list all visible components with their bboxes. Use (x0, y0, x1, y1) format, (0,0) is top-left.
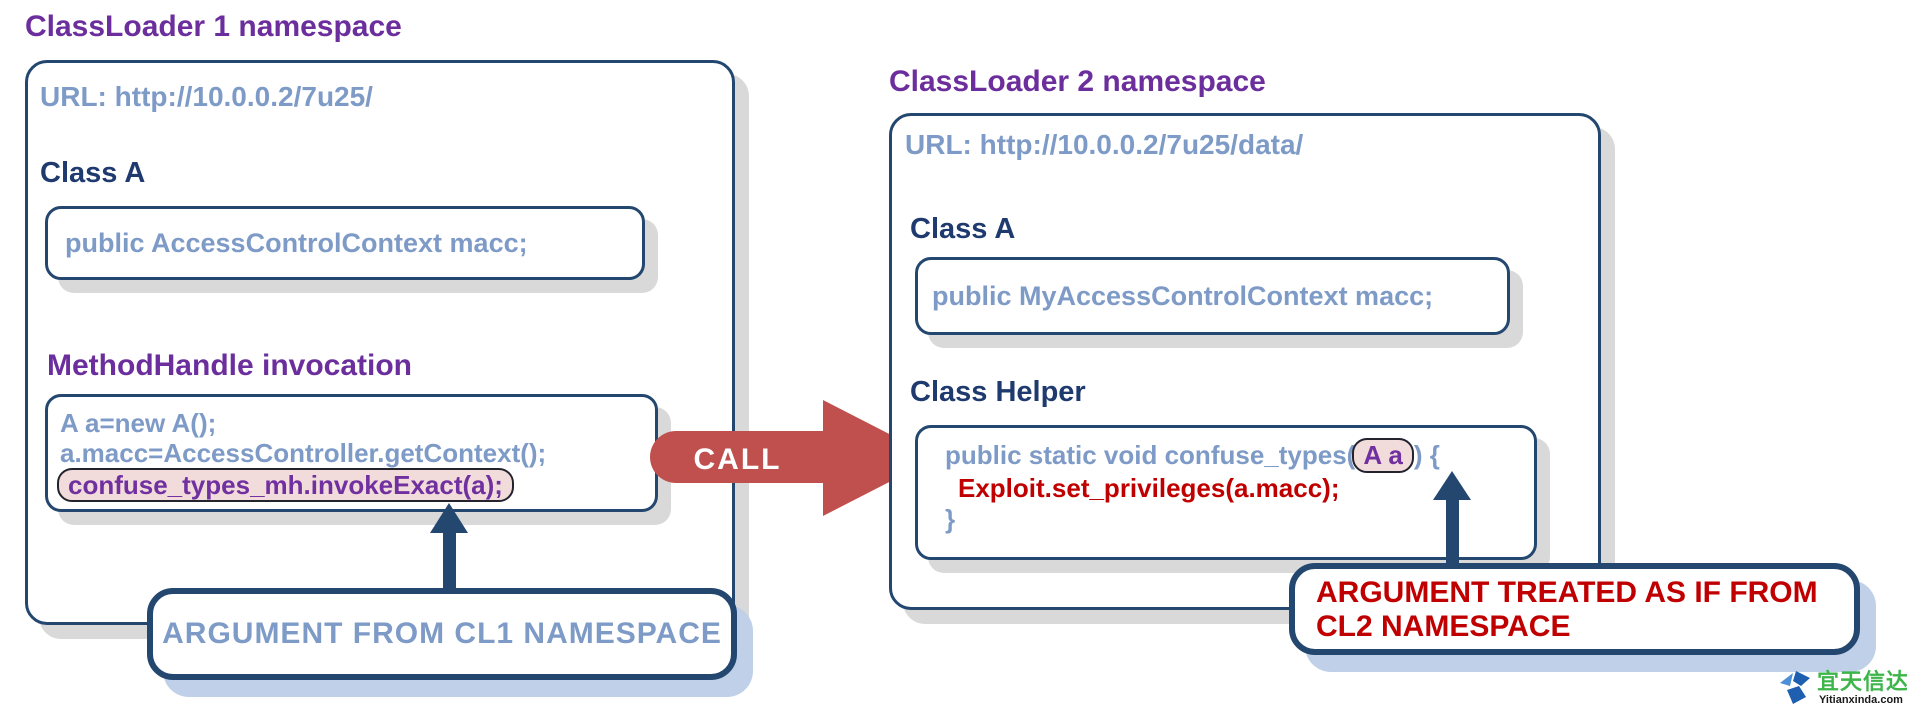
cl2-class-a-heading: Class A (910, 213, 1016, 245)
cl1-arrow-up-icon (430, 503, 468, 533)
cl2-closing-brace: } (945, 504, 956, 534)
cl1-class-a-box: public AccessControlContext macc; (45, 206, 645, 280)
cl2-code-line-1-pre: public static void confuse_types( (945, 440, 1356, 470)
cl1-invocation-code-box: A a=new A(); a.macc=AccessController.get… (45, 394, 658, 512)
call-arrow-tail (650, 431, 825, 483)
brand-domain-text: Yitianxinda.com (1819, 694, 1903, 706)
cl1-url-text: URL: http://10.0.0.2/7u25/ (40, 81, 373, 112)
cl2-arrow-shaft (1446, 498, 1459, 566)
cl1-code-line-2: a.macc=AccessController.getContext(); (60, 438, 547, 468)
cl2-class-helper-heading: Class Helper (910, 376, 1086, 408)
cl1-arrow-shaft (443, 531, 456, 591)
cl1-methodhandle-heading: MethodHandle invocation (47, 349, 413, 382)
cl2-code-line-1: public static void confuse_types(A a) { (945, 438, 1534, 473)
cl2-exploit-line: Exploit.set_privileges(a.macc); (958, 473, 1340, 503)
cl2-code-line-1-post: ) { (1413, 440, 1440, 470)
cl2-class-a-box: public MyAccessControlContext macc; (915, 257, 1510, 335)
cl1-argument-callout-text: ARGUMENT FROM CL1 NAMESPACE (162, 617, 722, 650)
cl1-argument-callout: ARGUMENT FROM CL1 NAMESPACE (147, 588, 737, 680)
cl2-argument-callout-line2: CL2 NAMESPACE (1316, 610, 1571, 643)
cl1-highlighted-invocation: confuse_types_mh.invokeExact(a); (57, 468, 514, 502)
brand-logo-icon (1780, 671, 1816, 707)
cl1-namespace-box (25, 60, 735, 625)
cl1-class-a-code: public AccessControlContext macc; (65, 227, 528, 258)
cl2-url-text: URL: http://10.0.0.2/7u25/data/ (905, 129, 1304, 160)
cl2-class-a-code: public MyAccessControlContext macc; (932, 280, 1434, 311)
cl2-arrow-up-icon (1433, 471, 1471, 500)
brand-name-text: 宜天信达 (1817, 669, 1907, 694)
cl2-argument-callout-line1: ARGUMENT TREATED AS IF FROM (1316, 576, 1818, 609)
cl2-highlighted-argument: A a (1352, 438, 1414, 473)
cl2-argument-callout: ARGUMENT TREATED AS IF FROM CL2 NAMESPAC… (1289, 563, 1860, 655)
cl1-namespace-title: ClassLoader 1 namespace (25, 10, 402, 43)
cl1-class-a-heading: Class A (40, 157, 146, 189)
cl2-namespace-title: ClassLoader 2 namespace (889, 65, 1266, 98)
call-arrow-label: CALL (693, 443, 782, 476)
cl1-code-line-1: A a=new A(); (60, 408, 217, 438)
cl1-code-line-3: confuse_types_mh.invokeExact(a); (57, 468, 655, 502)
